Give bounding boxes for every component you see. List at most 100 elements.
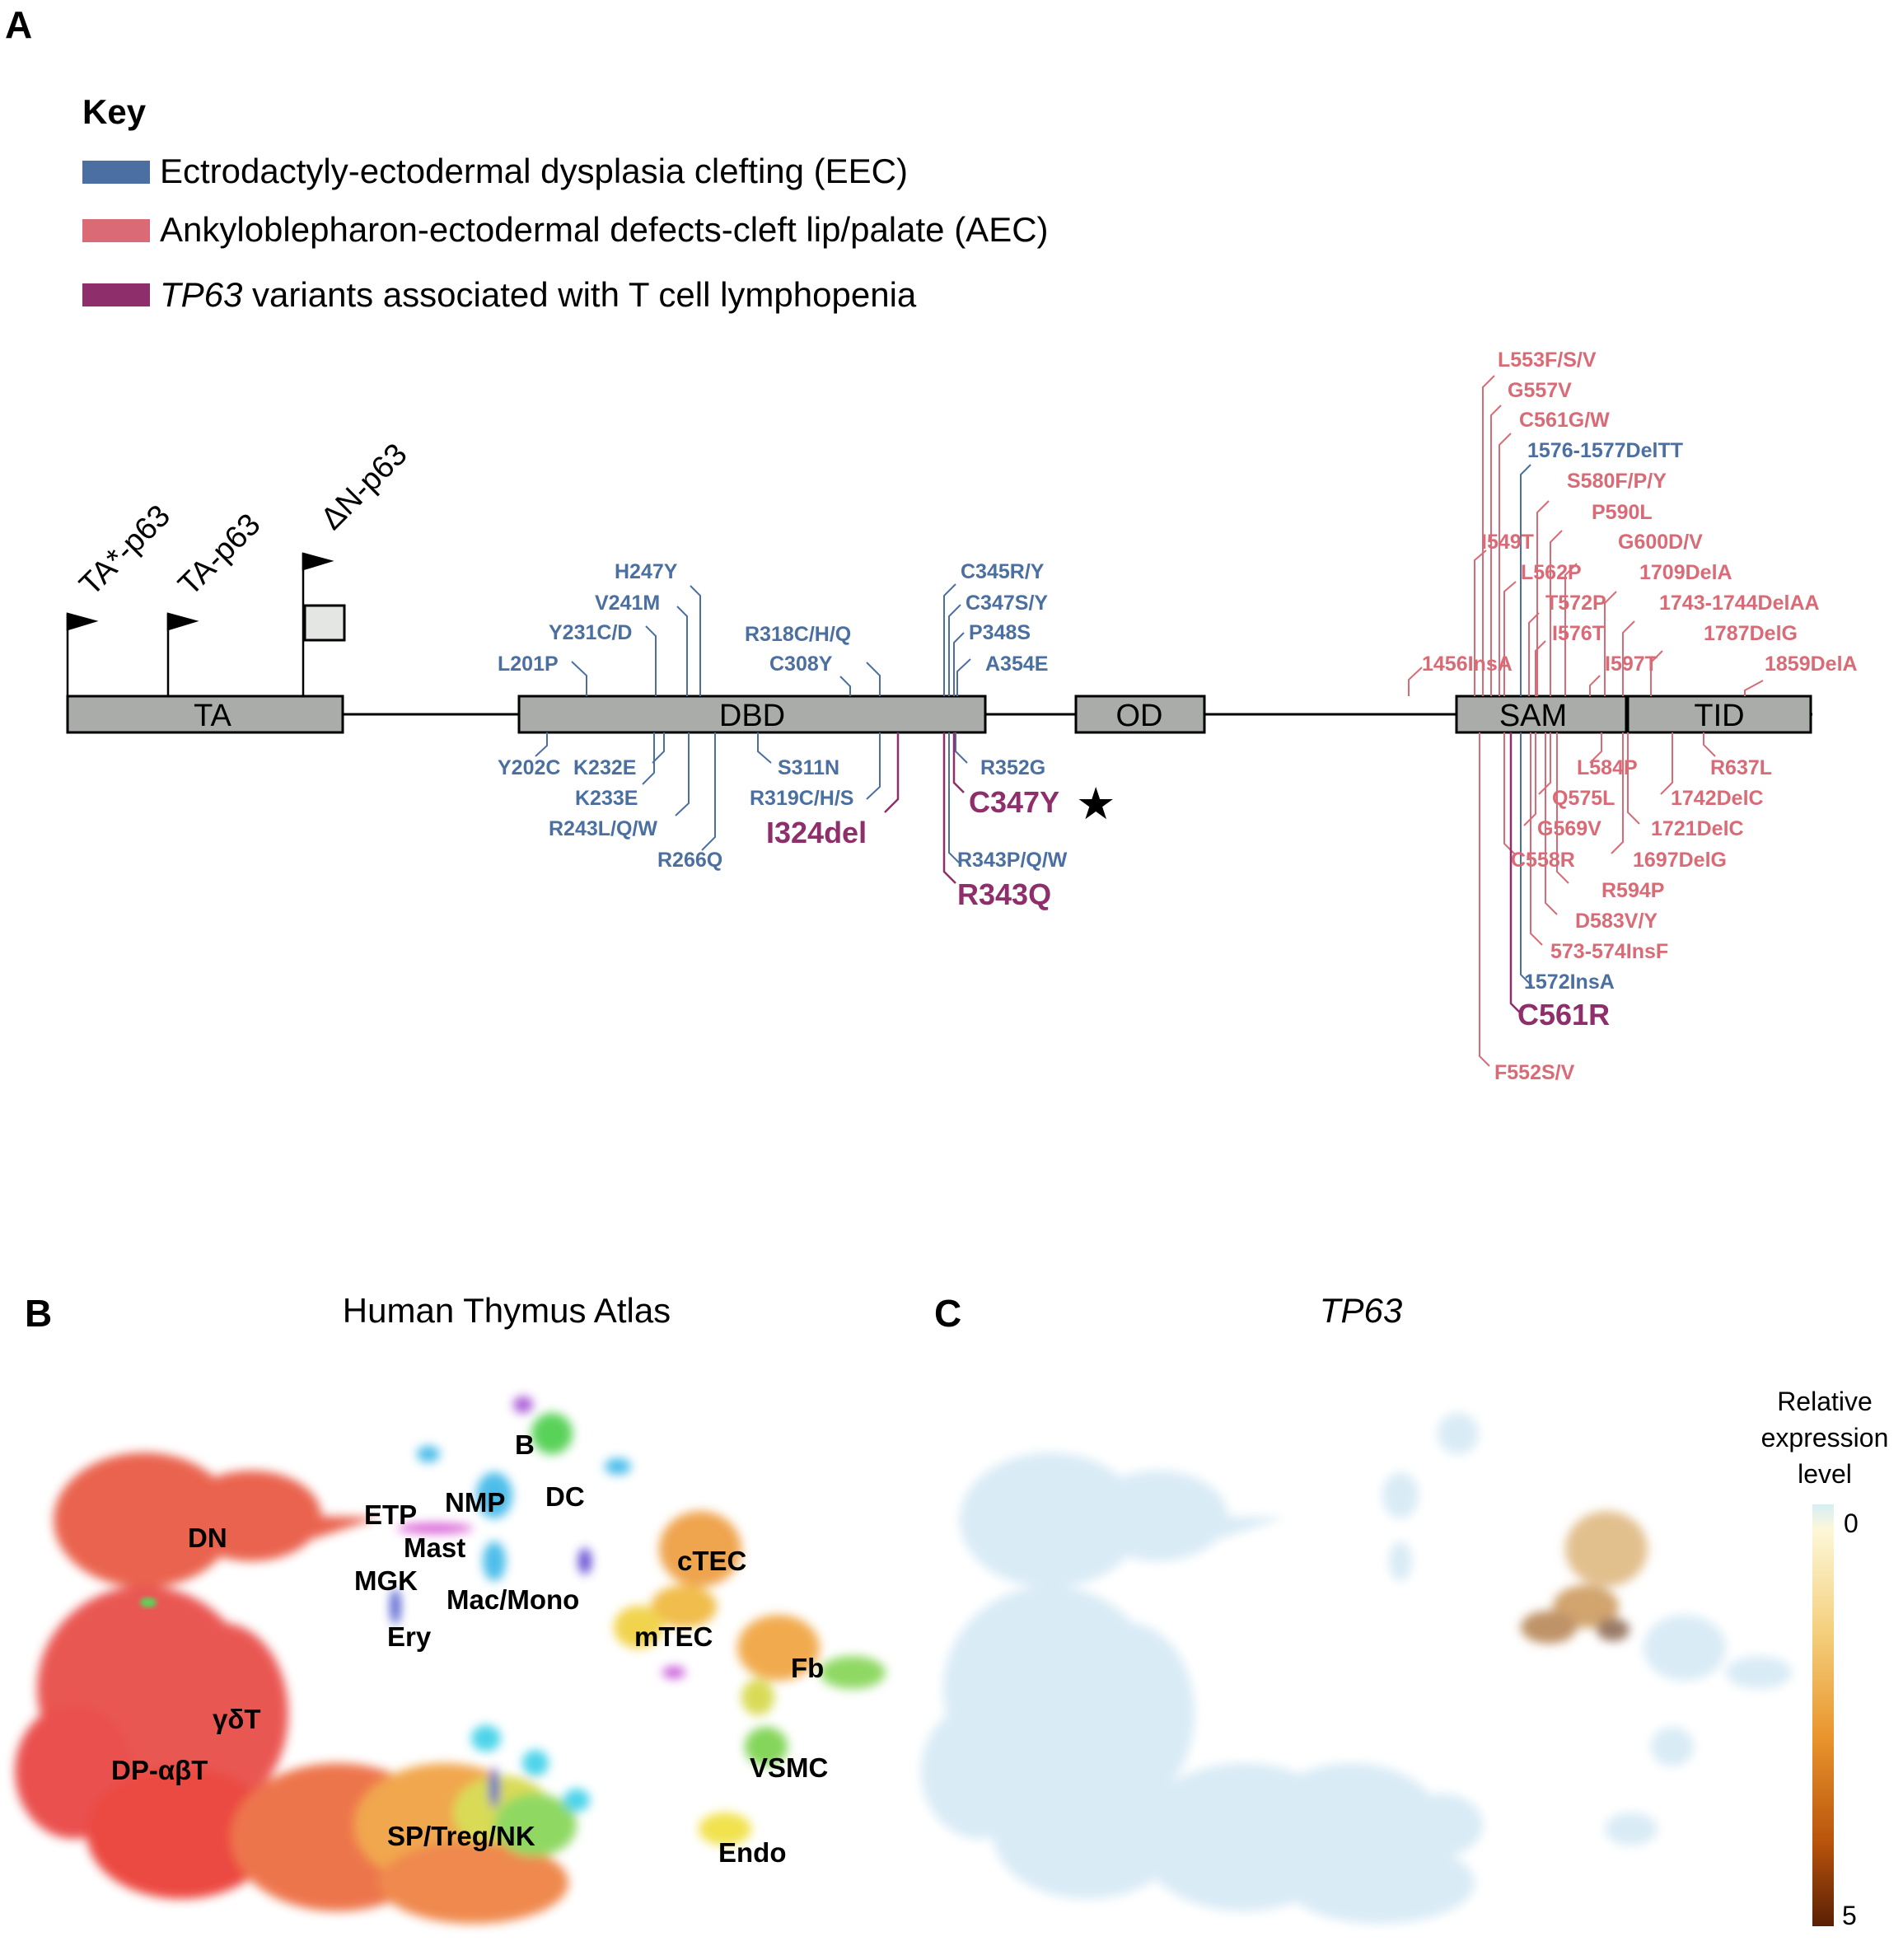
mutation-label: R318C/H/Q [745, 623, 851, 646]
cluster-label: DP-αβT [111, 1755, 208, 1785]
cluster-label: mTEC [634, 1621, 713, 1652]
domain-label-tid: TID [1694, 699, 1744, 733]
panel-a-letter: A [5, 3, 32, 46]
cluster-label: DN [188, 1523, 227, 1553]
domain-tid [1626, 695, 1812, 734]
mutation-label: C308Y [769, 653, 833, 676]
mutation-label: G557V [1508, 379, 1572, 402]
sam-bottom-labels: L584P R637L Q575L 1742DelC G569V 1721Del… [1494, 756, 1772, 1084]
promoters [66, 552, 346, 696]
legend-label-tcell: TP63 variants associated with T cell lym… [160, 275, 917, 314]
legend-swatch-aec [82, 219, 150, 242]
cluster-label: cTEC [677, 1546, 746, 1576]
mutation-label: R637L [1710, 756, 1772, 779]
promoter-delta-n: ΔN-p63 [315, 437, 414, 537]
mutation-label: F552S/V [1494, 1061, 1575, 1084]
mutation-label: G569V [1537, 817, 1601, 840]
mutation-label: 1743-1744DelAA [1659, 592, 1820, 615]
legend-swatch-eec [82, 161, 150, 184]
mutation-label: L562P [1521, 561, 1582, 584]
mutation-label: S580F/P/Y [1567, 470, 1667, 493]
mutation-label: R594P [1601, 879, 1664, 902]
dbd-leader-lines [535, 583, 971, 884]
expression-umap [921, 1413, 1792, 1924]
mutation-label: V241M [595, 592, 660, 615]
mutation-label: G600D/V [1618, 531, 1703, 554]
domain-label-ta: TA [194, 699, 231, 733]
sam-top-labels: L553F/S/V G557V C561G/W 1576-1577DelTT S… [1422, 348, 1858, 676]
cluster-label: ETP [364, 1499, 417, 1530]
domain-label-sam: SAM [1499, 699, 1567, 733]
mutation-label: T572P [1545, 592, 1606, 615]
mutation-label: C561G/W [1519, 409, 1610, 432]
dbd-tcell-labels: I324del C347Y R343Q [766, 785, 1059, 911]
mutation-label: L553F/S/V [1498, 348, 1597, 372]
mutation-label: R243L/Q/W [549, 817, 657, 840]
domain-label-od: OD [1116, 699, 1163, 733]
mutation-label: 1572InsA [1524, 971, 1615, 994]
cluster-label: DC [545, 1481, 585, 1512]
mutation-label: C345R/Y [961, 560, 1045, 583]
mutation-label: D583V/Y [1575, 910, 1658, 933]
legend: Key Ectrodactyly-ectodermal dysplasia cl… [82, 92, 1049, 314]
mutation-label: 1859DelA [1765, 653, 1858, 676]
mutation-label: C558R [1511, 849, 1575, 872]
mutation-label-tcell: C347Y [969, 785, 1059, 819]
mutation-label-tcell: I324del [766, 816, 867, 849]
mutation-label: Y231C/D [549, 621, 632, 644]
umap-labels: B DC ETP NMP DN Mast MGK Mac/Mono Ery cT… [111, 1429, 828, 1868]
colorbar-title-line: level [1798, 1459, 1852, 1489]
panel-b-title: Human Thymus Atlas [343, 1291, 671, 1330]
domain-ta [66, 695, 344, 734]
domain-sam [1455, 695, 1628, 734]
legend-title: Key [82, 92, 147, 131]
mutation-label: 573-574InsF [1550, 940, 1668, 963]
dbd-bottom-labels: Y202C K232E K233E R243L/Q/W R266Q S311N … [498, 756, 1068, 872]
cluster-label: NMP [445, 1487, 505, 1518]
mutation-label: S311N [778, 756, 839, 779]
mutation-label: C347S/Y [966, 592, 1048, 615]
mutation-label: K233E [575, 787, 638, 810]
mutation-label: 1787DelG [1704, 622, 1798, 645]
mutation-label: 1709DelA [1639, 561, 1732, 584]
mutation-label: Q575L [1552, 787, 1615, 810]
mutation-label: Y202C [498, 756, 560, 779]
colorbar-gradient [1812, 1504, 1834, 1926]
domain-dbd [517, 695, 987, 734]
cluster-label: Endo [718, 1837, 786, 1868]
cluster-label: Mast [404, 1532, 465, 1563]
mutation-label: 1742DelC [1671, 787, 1764, 810]
star-icon: ★ [1076, 779, 1115, 829]
mutation-label: R266Q [657, 849, 722, 872]
mutation-label: I576T [1552, 622, 1605, 645]
colorbar-title-line: expression [1761, 1423, 1889, 1452]
mutation-label: I549T [1481, 531, 1534, 554]
domain-label-dbd: DBD [719, 699, 785, 733]
mutation-label: P590L [1592, 501, 1653, 524]
cluster-label: VSMC [750, 1752, 828, 1783]
promoter-ta: TA-p63 [172, 508, 268, 603]
mutation-label: 1576-1577DelTT [1527, 439, 1683, 462]
colorbar: Relative expression level 0 5 [1761, 1387, 1889, 1930]
cluster-label: Mac/Mono [447, 1584, 579, 1615]
mutation-label: K232E [573, 756, 636, 779]
colorbar-title-line: Relative [1777, 1387, 1873, 1416]
mutation-label: R352G [980, 756, 1045, 779]
cluster-label: SP/Treg/NK [387, 1821, 535, 1851]
mutation-label: H247Y [615, 560, 678, 583]
mutation-label-tcell: C561R [1517, 998, 1610, 1031]
protein-backbone [66, 695, 1812, 734]
cluster-label: Fb [791, 1653, 824, 1683]
mutation-label: R319C/H/S [750, 787, 853, 810]
sam-leader-lines [1408, 375, 1764, 1067]
mutation-label-tcell: R343Q [957, 877, 1051, 911]
colorbar-min-label: 0 [1844, 1509, 1859, 1538]
legend-label-aec: Ankyloblepharon-ectodermal defects-cleft… [160, 210, 1049, 249]
cluster-label: Ery [387, 1621, 432, 1652]
panel-c-letter: C [934, 1292, 961, 1335]
cluster-label: B [515, 1429, 535, 1460]
mutation-label: I597T [1605, 653, 1658, 676]
mutation-label: L201P [498, 653, 559, 676]
legend-label-eec: Ectrodactyly-ectodermal dysplasia clefti… [160, 152, 908, 190]
mutation-label: 1697DelG [1633, 849, 1727, 872]
